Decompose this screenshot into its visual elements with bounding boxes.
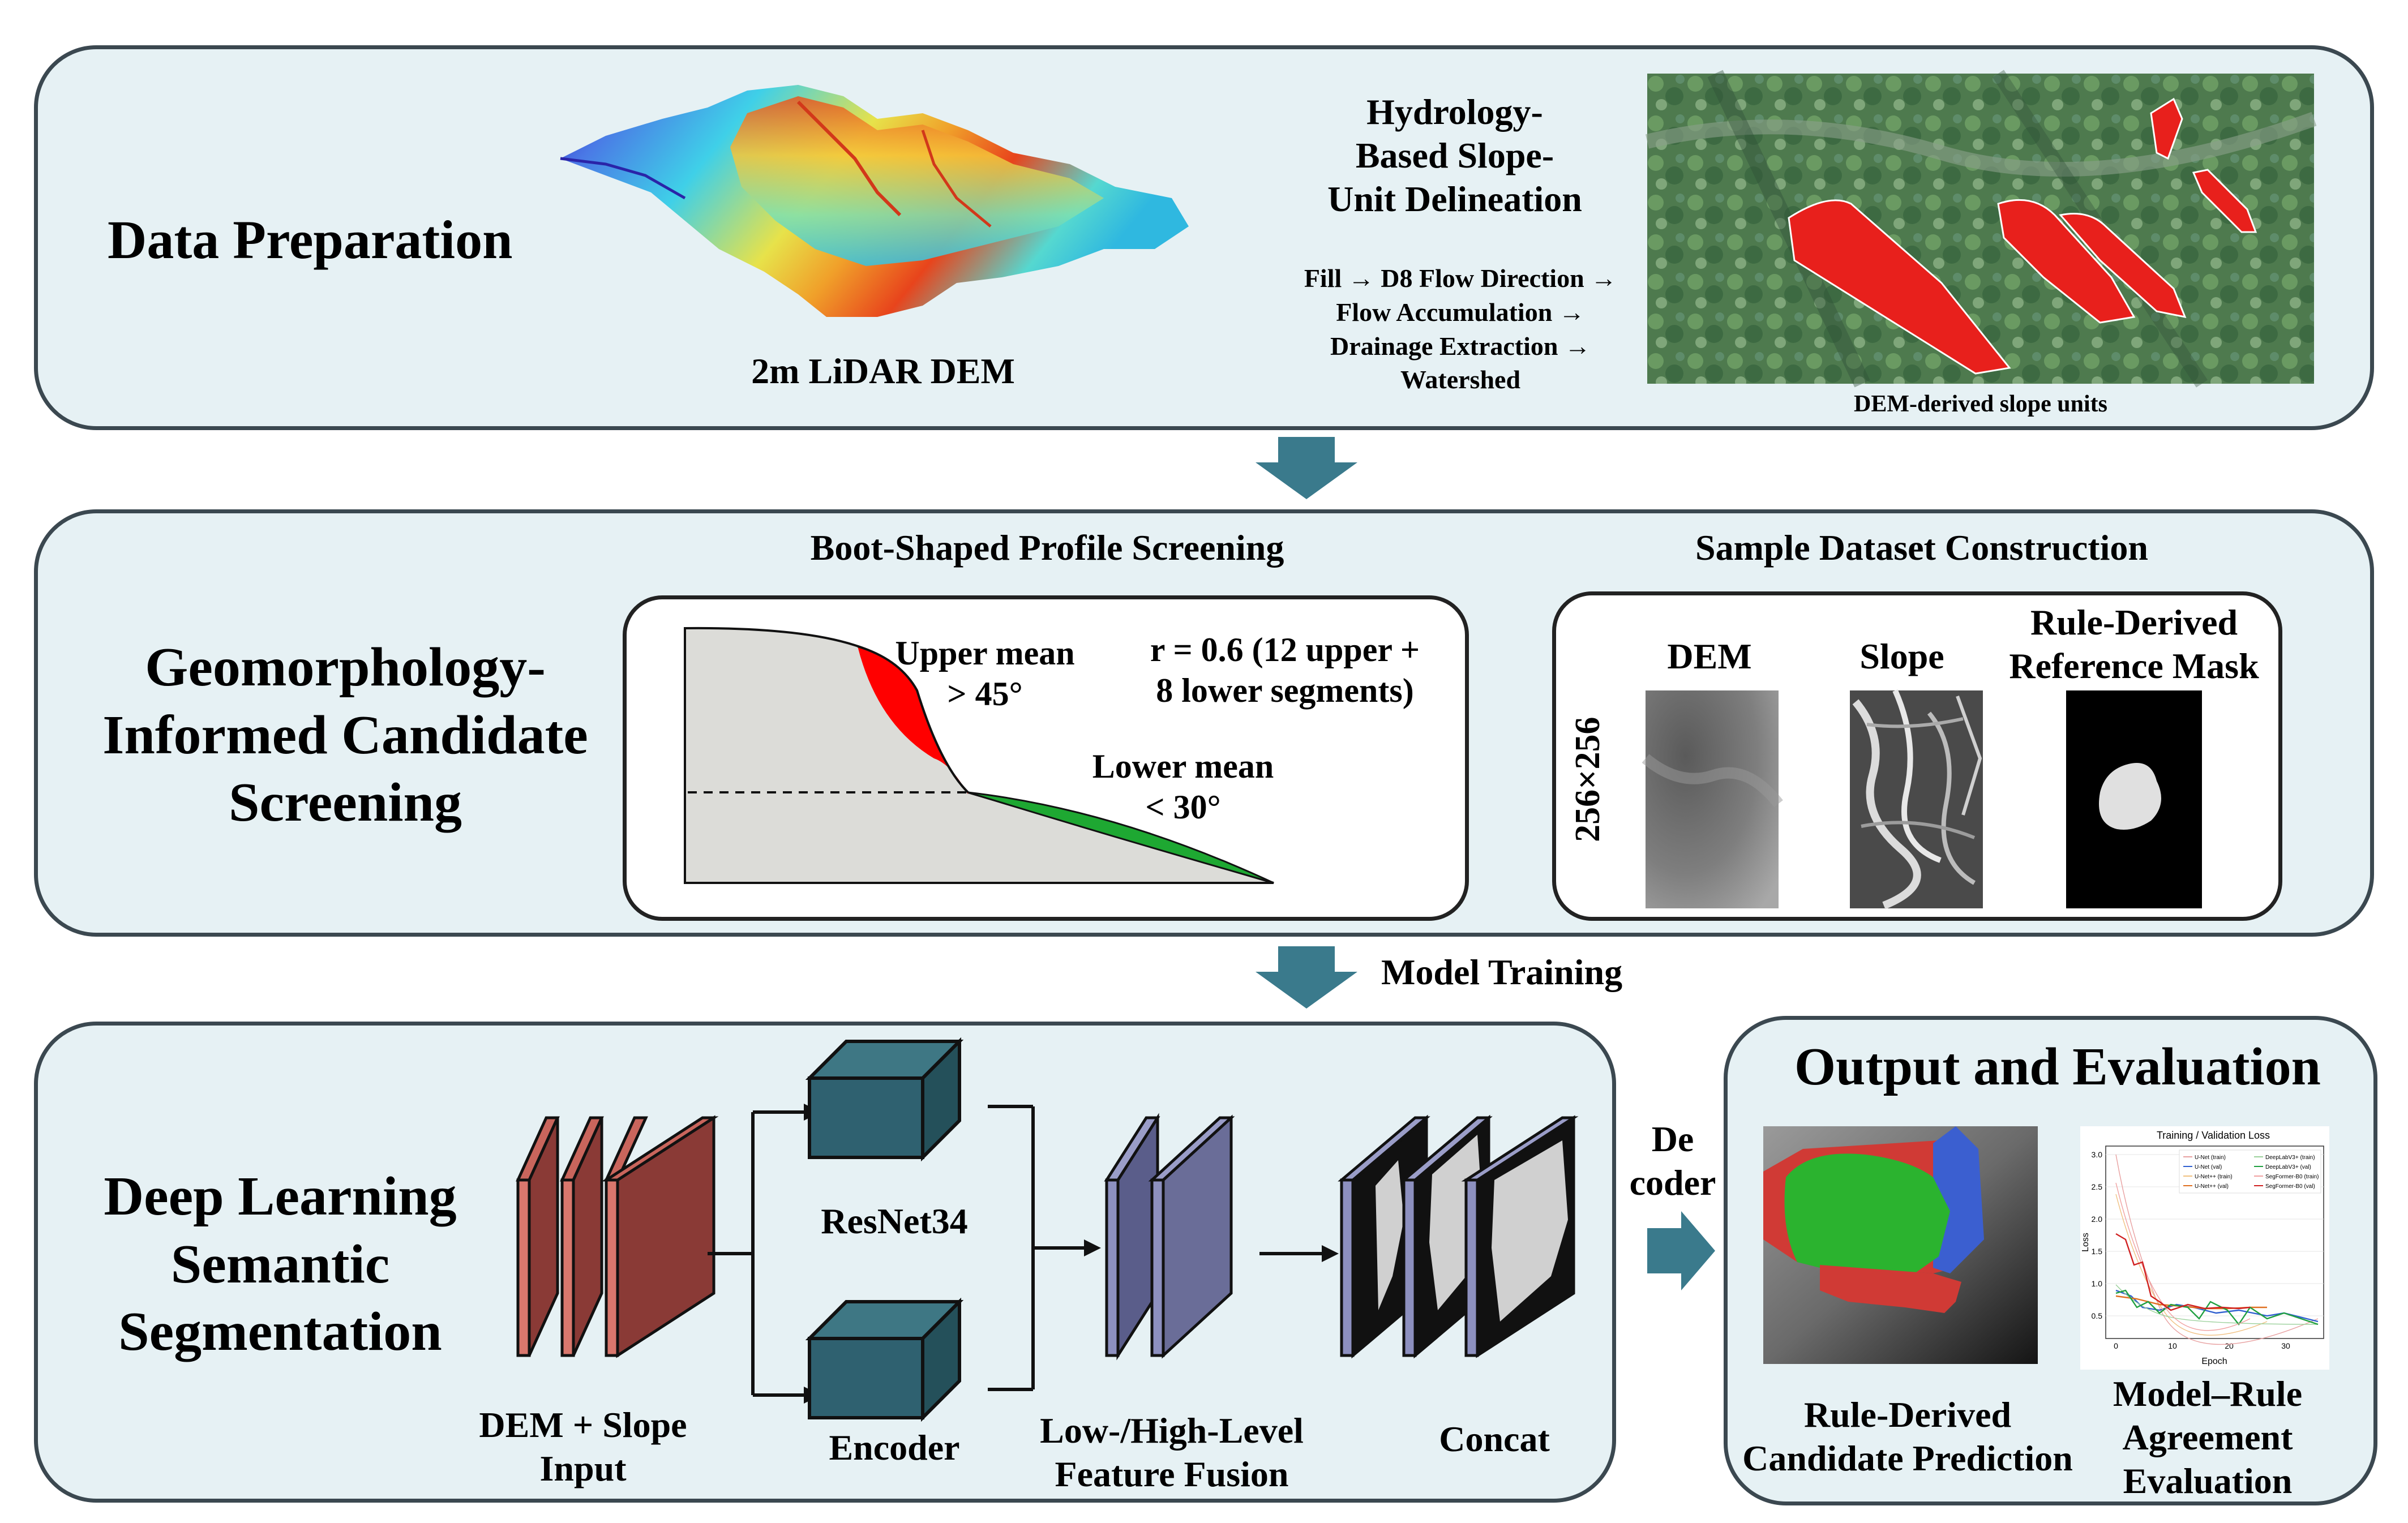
dataset-slope-label: Slope <box>1859 636 1944 676</box>
output-title: Output and Evaluation <box>1794 1037 2321 1096</box>
input-label: DEM + Slope Input <box>479 1405 687 1488</box>
loss-ytick-label: 2.0 <box>2092 1215 2103 1224</box>
hydrology-title: Hydrology- Based Slope- Unit Delineation <box>1327 92 1582 219</box>
loss-ytick-label: 3.0 <box>2092 1150 2103 1159</box>
lidar-dem-label: 2m LiDAR DEM <box>751 351 1015 391</box>
boot-profile-diagram <box>684 627 1274 884</box>
resnet-encoder-cube-bottom <box>805 1297 964 1422</box>
loss-legend-box <box>2179 1149 2321 1194</box>
loss-series-line <box>2115 1284 2319 1325</box>
loss-chart: Training / Validation Loss Epoch Loss 0.… <box>2080 1126 2329 1370</box>
slope-patch-image <box>1850 689 1983 909</box>
loss-chart-ylabel: Loss <box>2081 1233 2090 1252</box>
arrow-to-concat <box>1259 1245 1339 1262</box>
loss-series-line <box>2115 1194 2268 1336</box>
patch-size-label: 256×256 <box>1568 717 1607 842</box>
reference-mask-image <box>2066 690 2202 908</box>
flow-arrow-down-2 <box>1256 946 1357 1009</box>
prediction-label: Rule-Derived Candidate Prediction <box>1742 1395 2073 1478</box>
loss-legend-label: SegFormer-B0 (val) <box>2265 1183 2315 1190</box>
loss-legend-label: SegFormer-B0 (train) <box>2265 1174 2319 1180</box>
dataset-title: Sample Dataset Construction <box>1695 527 2148 568</box>
loss-legend-label: U-Net (train) <box>2195 1155 2226 1161</box>
loss-ytick-label: 1.0 <box>2092 1279 2103 1288</box>
screening-title: Geomorphology- Informed Candidate Screen… <box>102 637 588 834</box>
loss-series-line <box>2115 1233 2251 1311</box>
slope-units-caption: DEM-derived slope units <box>1853 391 2107 417</box>
dem-patch-image <box>1642 690 1783 908</box>
hydrology-steps: Fill → D8 Flow Direction → Flow Accumula… <box>1304 264 1617 394</box>
concat-blocks <box>1338 1114 1579 1359</box>
resnet-encoder-cube-top <box>805 1037 964 1162</box>
feature-fusion-blocks <box>1104 1113 1235 1361</box>
encoder-branch-connector <box>708 1104 821 1404</box>
upper-mean-label: Upper mean > 45° <box>895 634 1075 713</box>
candidate-prediction-image <box>1763 1126 2038 1364</box>
input-feature-blocks <box>516 1115 719 1358</box>
resnet-label: ResNet34 <box>821 1201 968 1241</box>
loss-xtick-label: 20 <box>2225 1341 2234 1350</box>
loss-ytick-label: 1.5 <box>2092 1247 2103 1256</box>
loss-xtick-label: 10 <box>2168 1341 2177 1350</box>
deep-learning-title: Deep Learning Semantic Segmentation <box>104 1166 457 1363</box>
fusion-merge-connector <box>988 1105 1101 1391</box>
loss-legend-label: U-Net++ (val) <box>2195 1183 2229 1190</box>
loss-series-line <box>2115 1289 2319 1326</box>
data-preparation-title: Data Preparation <box>108 209 513 270</box>
decoder-label: De coder <box>1629 1119 1716 1203</box>
agreement-label: Model–Rule Agreement Evaluation <box>2113 1374 2303 1501</box>
loss-legend-label: U-Net (val) <box>2195 1164 2222 1170</box>
fusion-label: Low-/High-Level Feature Fusion <box>1040 1410 1304 1494</box>
lidar-dem-terrain-image <box>560 85 1189 317</box>
dataset-dem-label: DEM <box>1667 636 1752 676</box>
flow-arrow-down-1 <box>1256 437 1357 499</box>
dataset-mask-label: Rule-Derived Reference Mask <box>2009 602 2259 686</box>
lower-mean-label: Lower mean < 30° <box>1092 748 1274 826</box>
concat-label: Concat <box>1439 1419 1550 1459</box>
encoder-label: Encoder <box>829 1427 960 1468</box>
loss-legend-label: DeepLabV3+ (val) <box>2265 1164 2311 1170</box>
model-training-label: Model Training <box>1381 952 1623 992</box>
loss-xtick-label: 0 <box>2114 1341 2118 1350</box>
boot-profile-title: Boot-Shaped Profile Screening <box>810 527 1284 568</box>
loss-chart-title: Training / Validation Loss <box>2157 1130 2270 1141</box>
loss-series-line <box>2115 1182 2251 1331</box>
slope-units-image <box>1645 70 2317 388</box>
loss-ytick-label: 0.5 <box>2092 1311 2103 1320</box>
loss-legend-label: U-Net++ (train) <box>2195 1174 2233 1180</box>
loss-series-line <box>2115 1154 2319 1345</box>
ratio-label: r = 0.6 (12 upper + 8 lower segments) <box>1150 631 1420 709</box>
loss-legend-label: DeepLabV3+ (train) <box>2265 1155 2315 1161</box>
loss-ytick-label: 2.5 <box>2092 1182 2103 1191</box>
loss-chart-xlabel: Epoch <box>2201 1357 2227 1366</box>
loss-xtick-label: 30 <box>2281 1341 2290 1350</box>
decoder-arrow <box>1647 1211 1715 1290</box>
